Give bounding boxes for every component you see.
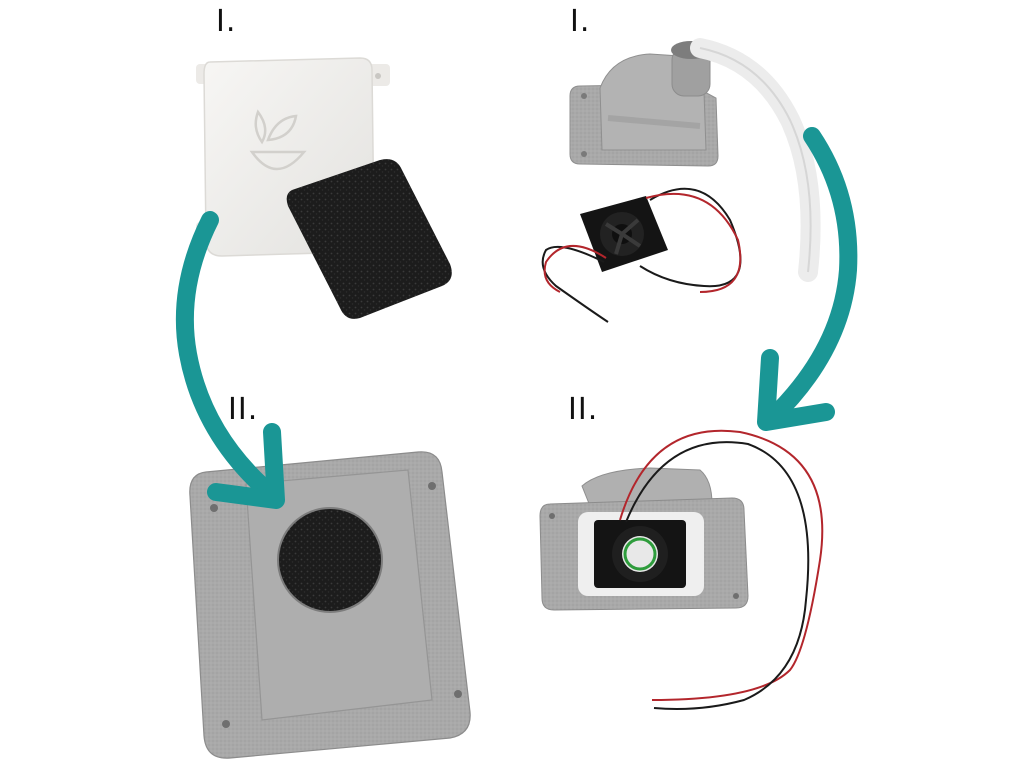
step-label-top-right: I. [570, 4, 591, 39]
assembled-filter-plate-icon [189, 451, 471, 759]
fan-icon [580, 196, 668, 272]
fan-wires-icon [541, 187, 742, 323]
step-label-bottom-right: II. [568, 392, 599, 427]
curved-arrow-icon [757, 127, 858, 431]
step-label-top-left: I. [216, 4, 237, 39]
foam-filter-icon [286, 159, 452, 319]
silicone-hose-icon [690, 38, 821, 282]
gray-duct-icon [569, 41, 719, 167]
step-label-bottom-left: II. [228, 392, 259, 427]
assembled-fan-duct-icon [539, 467, 749, 611]
assembled-fan-wires-icon [619, 429, 824, 710]
curved-arrow-icon [175, 211, 285, 509]
